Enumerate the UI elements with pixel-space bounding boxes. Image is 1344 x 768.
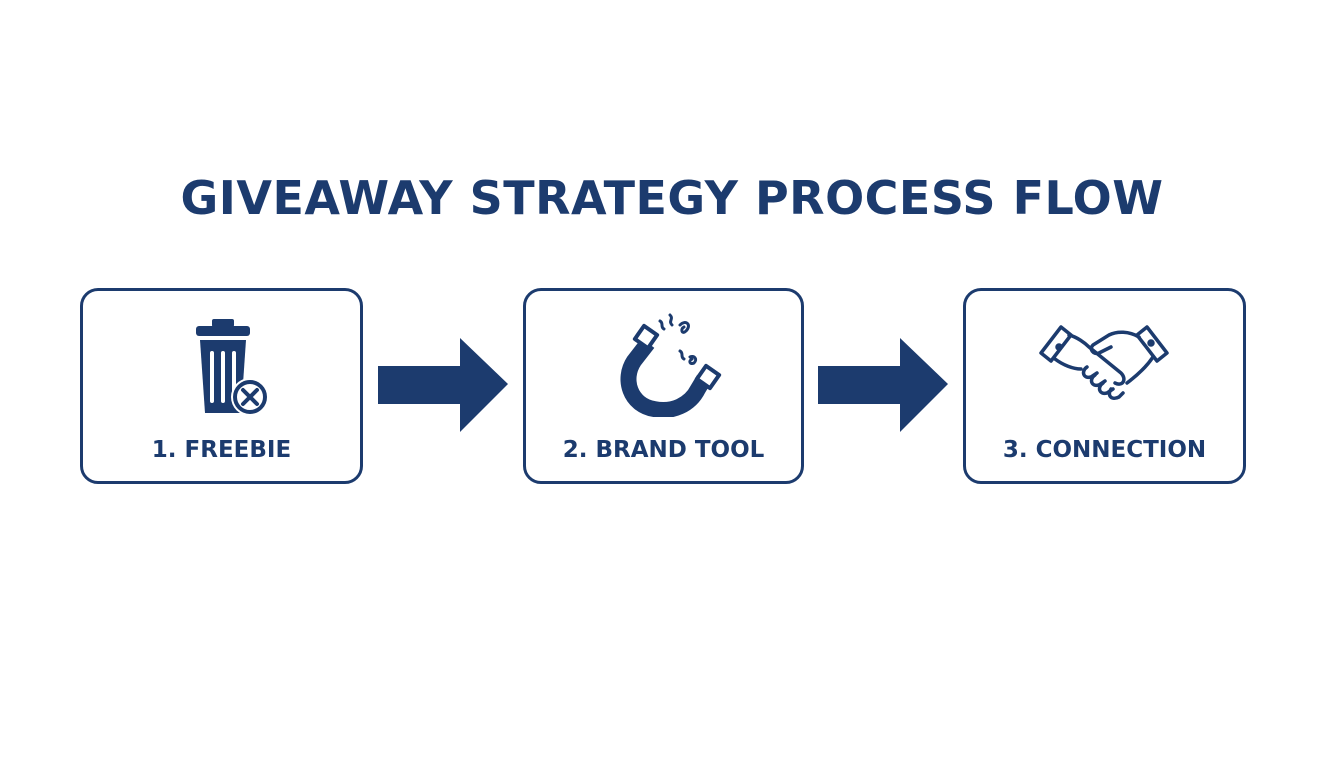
handshake-icon [1038,325,1169,401]
step-label: 2. BRAND TOOL [562,437,765,463]
step-brand-tool: 2. BRAND TOOL [523,288,804,484]
step-label: 3. CONNECTION [1002,437,1207,463]
arrow-right-icon [378,338,508,432]
magnet-icon [620,313,721,417]
trash-can-x-icon [195,319,269,416]
step-freebie: 1. FREEBIE [80,288,363,484]
step-connection: 3. CONNECTION [963,288,1246,484]
step-label: 1. FREEBIE [151,437,292,463]
arrow-right-icon [818,338,948,432]
diagram-title: GIVEAWAY STRATEGY PROCESS FLOW [180,171,1164,225]
